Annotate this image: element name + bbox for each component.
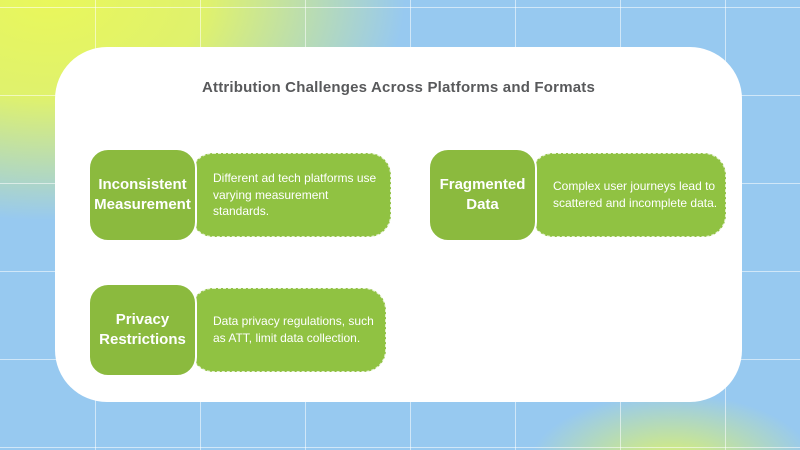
card-description-box: Data privacy regulations, such as ATT, l…	[191, 288, 386, 372]
card-description-box: Different ad tech platforms use varying …	[191, 153, 391, 237]
card-description: Data privacy regulations, such as ATT, l…	[213, 314, 374, 345]
card-heading-box: Inconsistent Measurement	[88, 148, 197, 242]
card-description: Complex user journeys lead to scattered …	[553, 179, 718, 210]
card-heading: Inconsistent Measurement	[94, 176, 191, 213]
card-description-box: Complex user journeys lead to scattered …	[531, 153, 726, 237]
card-heading-box: Privacy Restrictions	[88, 283, 197, 377]
diagram-title: Attribution Challenges Across Platforms …	[201, 79, 596, 96]
card-heading: Fragmented Data	[439, 176, 526, 213]
card-heading-box: Fragmented Data	[428, 148, 537, 242]
card-heading: Privacy Restrictions	[99, 311, 186, 348]
card-description: Different ad tech platforms use varying …	[213, 170, 377, 219]
